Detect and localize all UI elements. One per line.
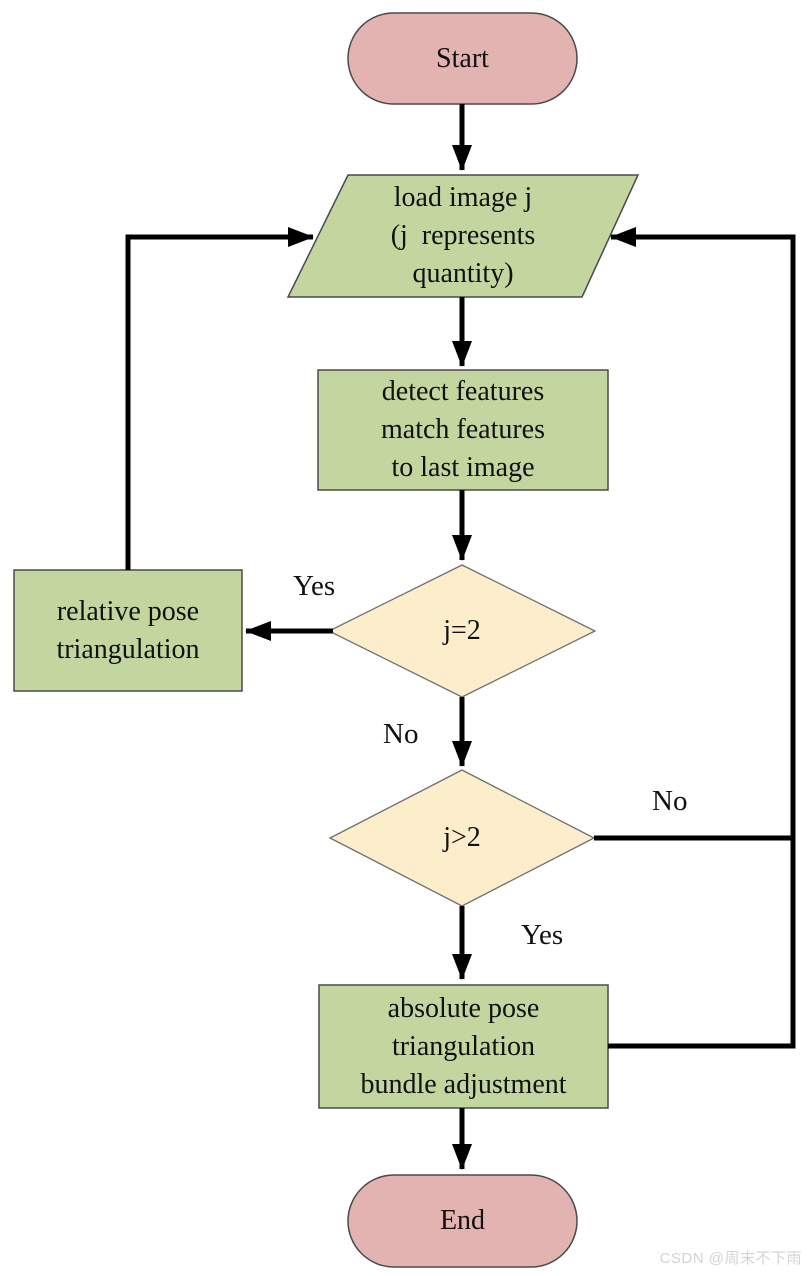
start-label: Start — [436, 42, 489, 74]
csdn-watermark: CSDN @周末不下雨 — [659, 1250, 802, 1267]
j-equals-2-label: j=2 — [443, 615, 481, 646]
edge-absolute-loop-join — [608, 836, 796, 1049]
relative-pose-process-shape — [13, 569, 243, 692]
edge-relative-loop-to-load — [125, 227, 314, 570]
j-greater-2-label: j>2 — [443, 822, 481, 853]
j-equals-2-yes-label: Yes — [293, 570, 336, 602]
j-greater-2-no-label: No — [652, 785, 688, 817]
absolute-pose-label: absolute pose triangulation bundle adjus… — [360, 992, 567, 1100]
end-terminator-shape — [347, 1174, 578, 1268]
detect-features-process-shape — [317, 369, 609, 491]
j-equals-2-no-label: No — [383, 718, 419, 750]
detect-features-label: detect features match features to last i… — [380, 376, 546, 483]
j-greater-2-yes-label: Yes — [521, 919, 564, 951]
load-image-label: load image j (j represents quantity) — [390, 182, 536, 289]
absolute-pose-process-shape — [318, 984, 609, 1109]
end-label: End — [439, 1205, 486, 1236]
edge-jg2-no-loop-to-load — [594, 227, 796, 841]
relative-pose-label: relative pose triangulation — [56, 595, 200, 665]
load-image-parallelogram-shape — [286, 174, 640, 298]
